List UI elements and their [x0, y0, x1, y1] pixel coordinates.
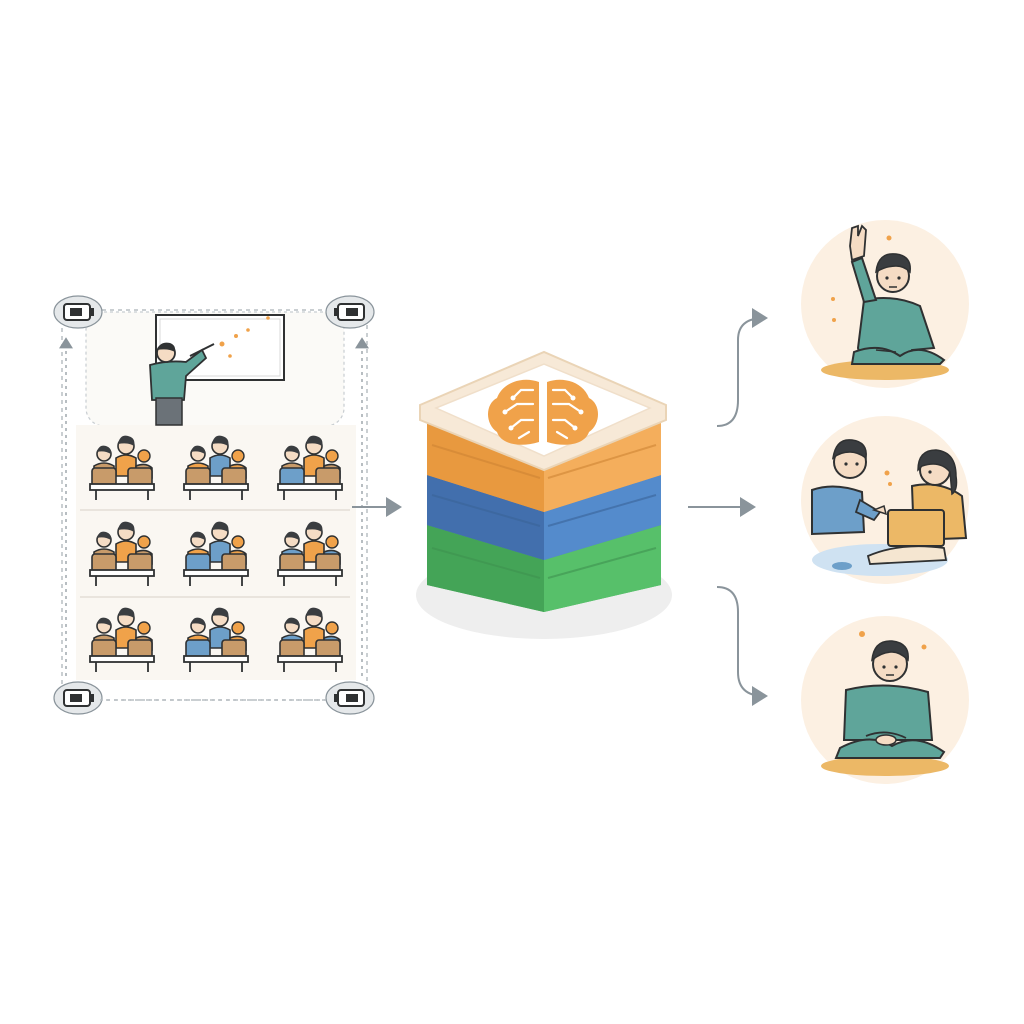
student-group-icon: [89, 521, 155, 586]
student-group-icon: [183, 521, 249, 586]
student-group-icon: [183, 607, 249, 672]
student-desks: [89, 435, 343, 672]
teacher-figure: [149, 342, 215, 426]
brain-icon: [488, 379, 598, 445]
student-group-icon: [89, 607, 155, 672]
students-collaborating-laptop-icon: [801, 416, 969, 584]
student-group-icon: [277, 435, 343, 500]
camera-icon: [325, 295, 375, 329]
classroom-frame: [61, 309, 368, 701]
student-group-icon: [89, 435, 155, 500]
student-group-icon: [183, 435, 249, 500]
camera-icon: [53, 295, 103, 329]
student-raising-hand-icon: [801, 220, 969, 388]
student-group-icon: [277, 607, 343, 672]
flow-arrow: [716, 586, 768, 706]
camera-icon: [325, 681, 375, 715]
student-thinking-icon: [801, 616, 969, 784]
camera-icon: [53, 681, 103, 715]
classroom-panel: [53, 295, 375, 715]
student-group-icon: [277, 521, 343, 586]
flow-arrow: [716, 308, 768, 427]
ai-model-stack: [416, 350, 672, 639]
